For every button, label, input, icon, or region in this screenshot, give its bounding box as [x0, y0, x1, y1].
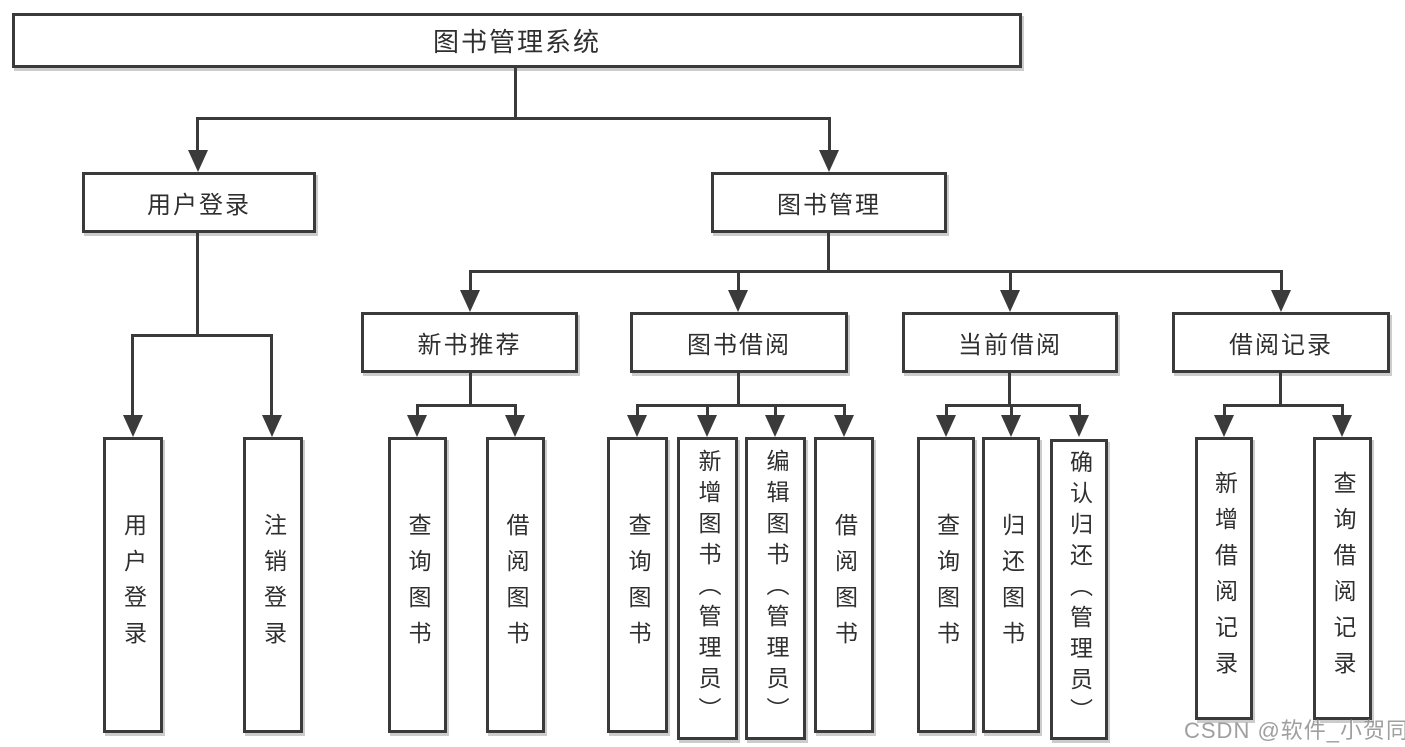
arrow-user-login: [188, 150, 208, 172]
line-drop-return-book: [1010, 404, 1013, 418]
arrow-book-borrow: [728, 290, 748, 312]
line-drop-confirm-return: [1078, 404, 1081, 418]
leaf-add-book-admin: 新增图书（管理员）: [677, 437, 738, 740]
line-book-management-stem: [827, 233, 830, 272]
line-drop-query-record: [1341, 404, 1344, 418]
line-book-borrow-stem: [737, 373, 740, 406]
line-new-book-stem: [469, 373, 472, 406]
node-current-borrow: 当前借阅: [902, 312, 1118, 373]
node-new-book-recommend: 新书推荐: [361, 312, 578, 373]
line-drop-borrow-book-2: [843, 404, 846, 418]
arrow-borrow-book-1: [505, 415, 525, 437]
line-user-login-split: [131, 334, 272, 337]
watermark: CSDN @软件_小贺同学: [1184, 718, 1405, 743]
leaf-user-login: 用户登录: [103, 437, 163, 733]
line-borrow-records-stem: [1279, 373, 1282, 406]
line-new-book-split: [416, 404, 517, 407]
line-drop-book-management: [828, 117, 831, 153]
arrow-book-management: [819, 150, 839, 172]
line-book-management-split: [469, 270, 1282, 273]
arrow-return-book: [1001, 415, 1021, 437]
leaf-query-book-current: 查询图书: [917, 437, 975, 733]
arrow-add-record: [1214, 415, 1234, 437]
line-drop-query-book-2: [636, 404, 639, 418]
arrow-add-book: [697, 415, 717, 437]
arrow-leaf-logout: [262, 415, 282, 437]
line-root-split: [196, 117, 831, 120]
line-drop-query-book-1: [416, 404, 419, 418]
line-drop-add-book: [706, 404, 709, 418]
line-user-login-stem: [196, 233, 199, 336]
node-library-management-system: 图书管理系统: [12, 13, 1022, 68]
arrow-leaf-login: [123, 415, 143, 437]
line-drop-borrow-records: [1280, 270, 1283, 292]
arrow-current-borrow: [1000, 290, 1020, 312]
line-drop-borrow-book-1: [514, 404, 517, 418]
line-drop-new-book: [469, 270, 472, 292]
line-root-stem: [514, 68, 517, 118]
leaf-logout: 注销登录: [243, 437, 303, 733]
leaf-query-borrow-record: 查询借阅记录: [1313, 437, 1372, 720]
leaf-query-book-borrow: 查询图书: [607, 437, 668, 733]
arrow-query-book-3: [936, 415, 956, 437]
arrow-new-book: [460, 290, 480, 312]
line-drop-leaf-login: [131, 334, 134, 417]
leaf-borrow-book-recommend: 借阅图书: [486, 437, 545, 733]
node-user-login: 用户登录: [82, 172, 316, 233]
node-book-management: 图书管理: [711, 172, 947, 233]
line-book-borrow-split: [636, 404, 845, 407]
leaf-borrow-book: 借阅图书: [814, 437, 874, 733]
arrow-edit-book: [765, 415, 785, 437]
arrow-query-record: [1332, 415, 1352, 437]
arrow-borrow-book-2: [834, 415, 854, 437]
line-borrow-records-split: [1223, 404, 1344, 407]
leaf-confirm-return-admin: 确认归还（管理员）: [1050, 439, 1108, 740]
line-current-borrow-stem: [1008, 373, 1011, 406]
line-drop-leaf-logout: [270, 334, 273, 417]
node-book-borrow: 图书借阅: [630, 312, 848, 373]
line-drop-current-borrow: [1009, 270, 1012, 292]
line-drop-add-record: [1223, 404, 1226, 418]
node-borrow-records: 借阅记录: [1172, 312, 1390, 373]
arrow-borrow-records: [1271, 290, 1291, 312]
line-drop-user-login: [196, 117, 199, 153]
line-drop-query-book-3: [945, 404, 948, 418]
line-drop-edit-book: [774, 404, 777, 418]
leaf-return-book: 归还图书: [982, 437, 1040, 733]
arrow-confirm-return: [1069, 415, 1089, 437]
arrow-query-book-2: [627, 415, 647, 437]
leaf-add-borrow-record: 新增借阅记录: [1195, 437, 1253, 720]
arrow-query-book-1: [407, 415, 427, 437]
leaf-edit-book-admin: 编辑图书（管理员）: [745, 437, 806, 740]
line-drop-book-borrow: [737, 270, 740, 292]
leaf-query-book-recommend: 查询图书: [388, 437, 447, 733]
